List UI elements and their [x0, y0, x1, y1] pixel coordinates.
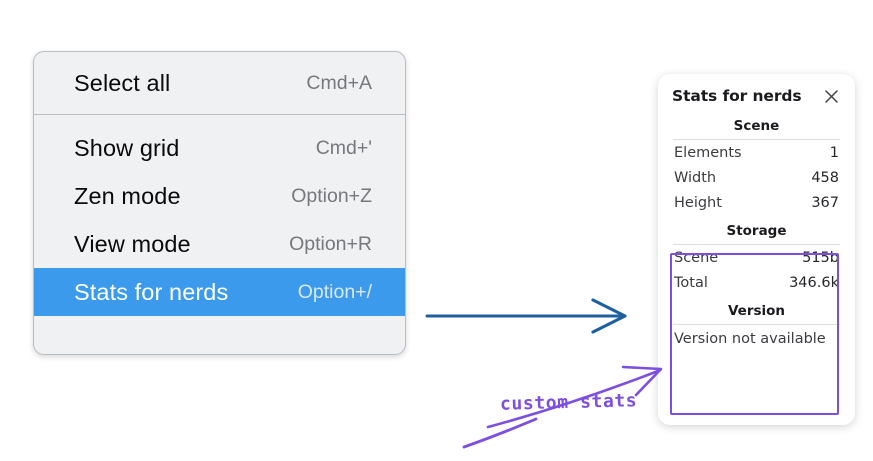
stat-label: Scene	[674, 249, 719, 266]
close-icon[interactable]	[823, 88, 840, 105]
menu-item-stats-for-nerds[interactable]: Stats for nerds Option+/	[34, 268, 405, 316]
menu-item-label: Show grid	[74, 134, 180, 161]
stat-value: 346.6k	[789, 274, 839, 291]
stat-label: Height	[674, 194, 722, 211]
stats-for-nerds-panel: Stats for nerds Scene Elements 1 Width 4…	[658, 74, 855, 425]
stat-label: Total	[674, 274, 708, 291]
section-heading-scene: Scene	[733, 118, 780, 134]
stat-row-version: Version not available	[674, 331, 826, 347]
stat-value: 367	[811, 194, 839, 211]
stats-panel-title: Stats for nerds	[672, 87, 802, 105]
stat-label: Width	[674, 169, 717, 186]
stat-value: 1	[829, 144, 839, 161]
stat-row-storage-scene: Scene 515b	[672, 245, 841, 270]
stat-value: 515b	[802, 249, 839, 266]
section-heading-version: Version	[727, 303, 786, 319]
section-heading-storage: Storage	[726, 223, 787, 239]
menu-item-shortcut: Option+/	[297, 280, 372, 303]
menu-group-1: Select all Cmd+A	[34, 59, 405, 107]
menu-group-2: Show grid Cmd+' Zen mode Option+Z View m…	[34, 124, 405, 316]
menu-item-label: View mode	[74, 230, 191, 257]
menu-item-show-grid[interactable]: Show grid Cmd+'	[34, 124, 405, 172]
stat-row-width: Width 458	[672, 165, 841, 190]
menu-item-shortcut: Cmd+'	[315, 136, 372, 159]
menu-item-view-mode[interactable]: View mode Option+R	[34, 220, 405, 268]
menu-item-label: Zen mode	[74, 182, 181, 209]
menu-item-shortcut: Option+R	[289, 232, 372, 255]
blue-arrow	[425, 298, 627, 334]
stat-row-height: Height 367	[672, 190, 841, 215]
stat-label: Elements	[674, 144, 742, 161]
menu-item-label: Stats for nerds	[74, 278, 229, 305]
menu-item-zen-mode[interactable]: Zen mode Option+Z	[34, 172, 405, 220]
purple-annotation-label: custom stats	[499, 390, 638, 415]
menu-item-select-all[interactable]: Select all Cmd+A	[34, 59, 405, 107]
menu-divider	[34, 114, 405, 115]
section-rule	[673, 324, 840, 325]
menu-item-shortcut: Option+Z	[291, 184, 372, 207]
purple-annotation-arrow	[462, 365, 663, 449]
context-menu: Select all Cmd+A Show grid Cmd+' Zen mod…	[33, 51, 406, 355]
section-rule	[673, 244, 840, 245]
stat-value: 458	[811, 169, 839, 186]
menu-item-label: Select all	[74, 69, 171, 96]
stat-row-elements: Elements 1	[672, 140, 841, 165]
stats-panel-header: Stats for nerds	[672, 74, 841, 105]
section-rule	[673, 139, 840, 140]
menu-item-shortcut: Cmd+A	[306, 71, 372, 94]
stat-row-storage-total: Total 346.6k	[672, 270, 841, 295]
